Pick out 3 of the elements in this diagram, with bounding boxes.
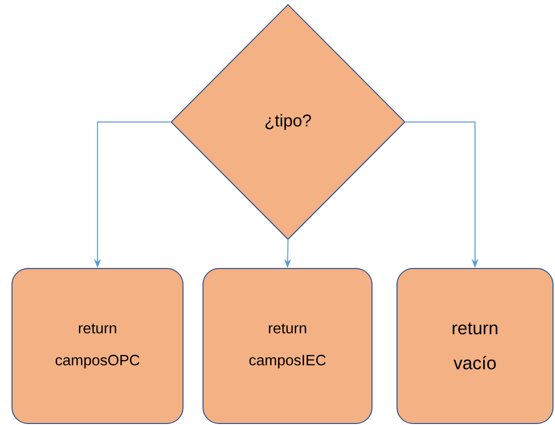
process-box: return camposIEC [202,268,372,424]
process-box: return vacío [396,268,554,424]
process-box: return camposOPC [12,268,184,424]
